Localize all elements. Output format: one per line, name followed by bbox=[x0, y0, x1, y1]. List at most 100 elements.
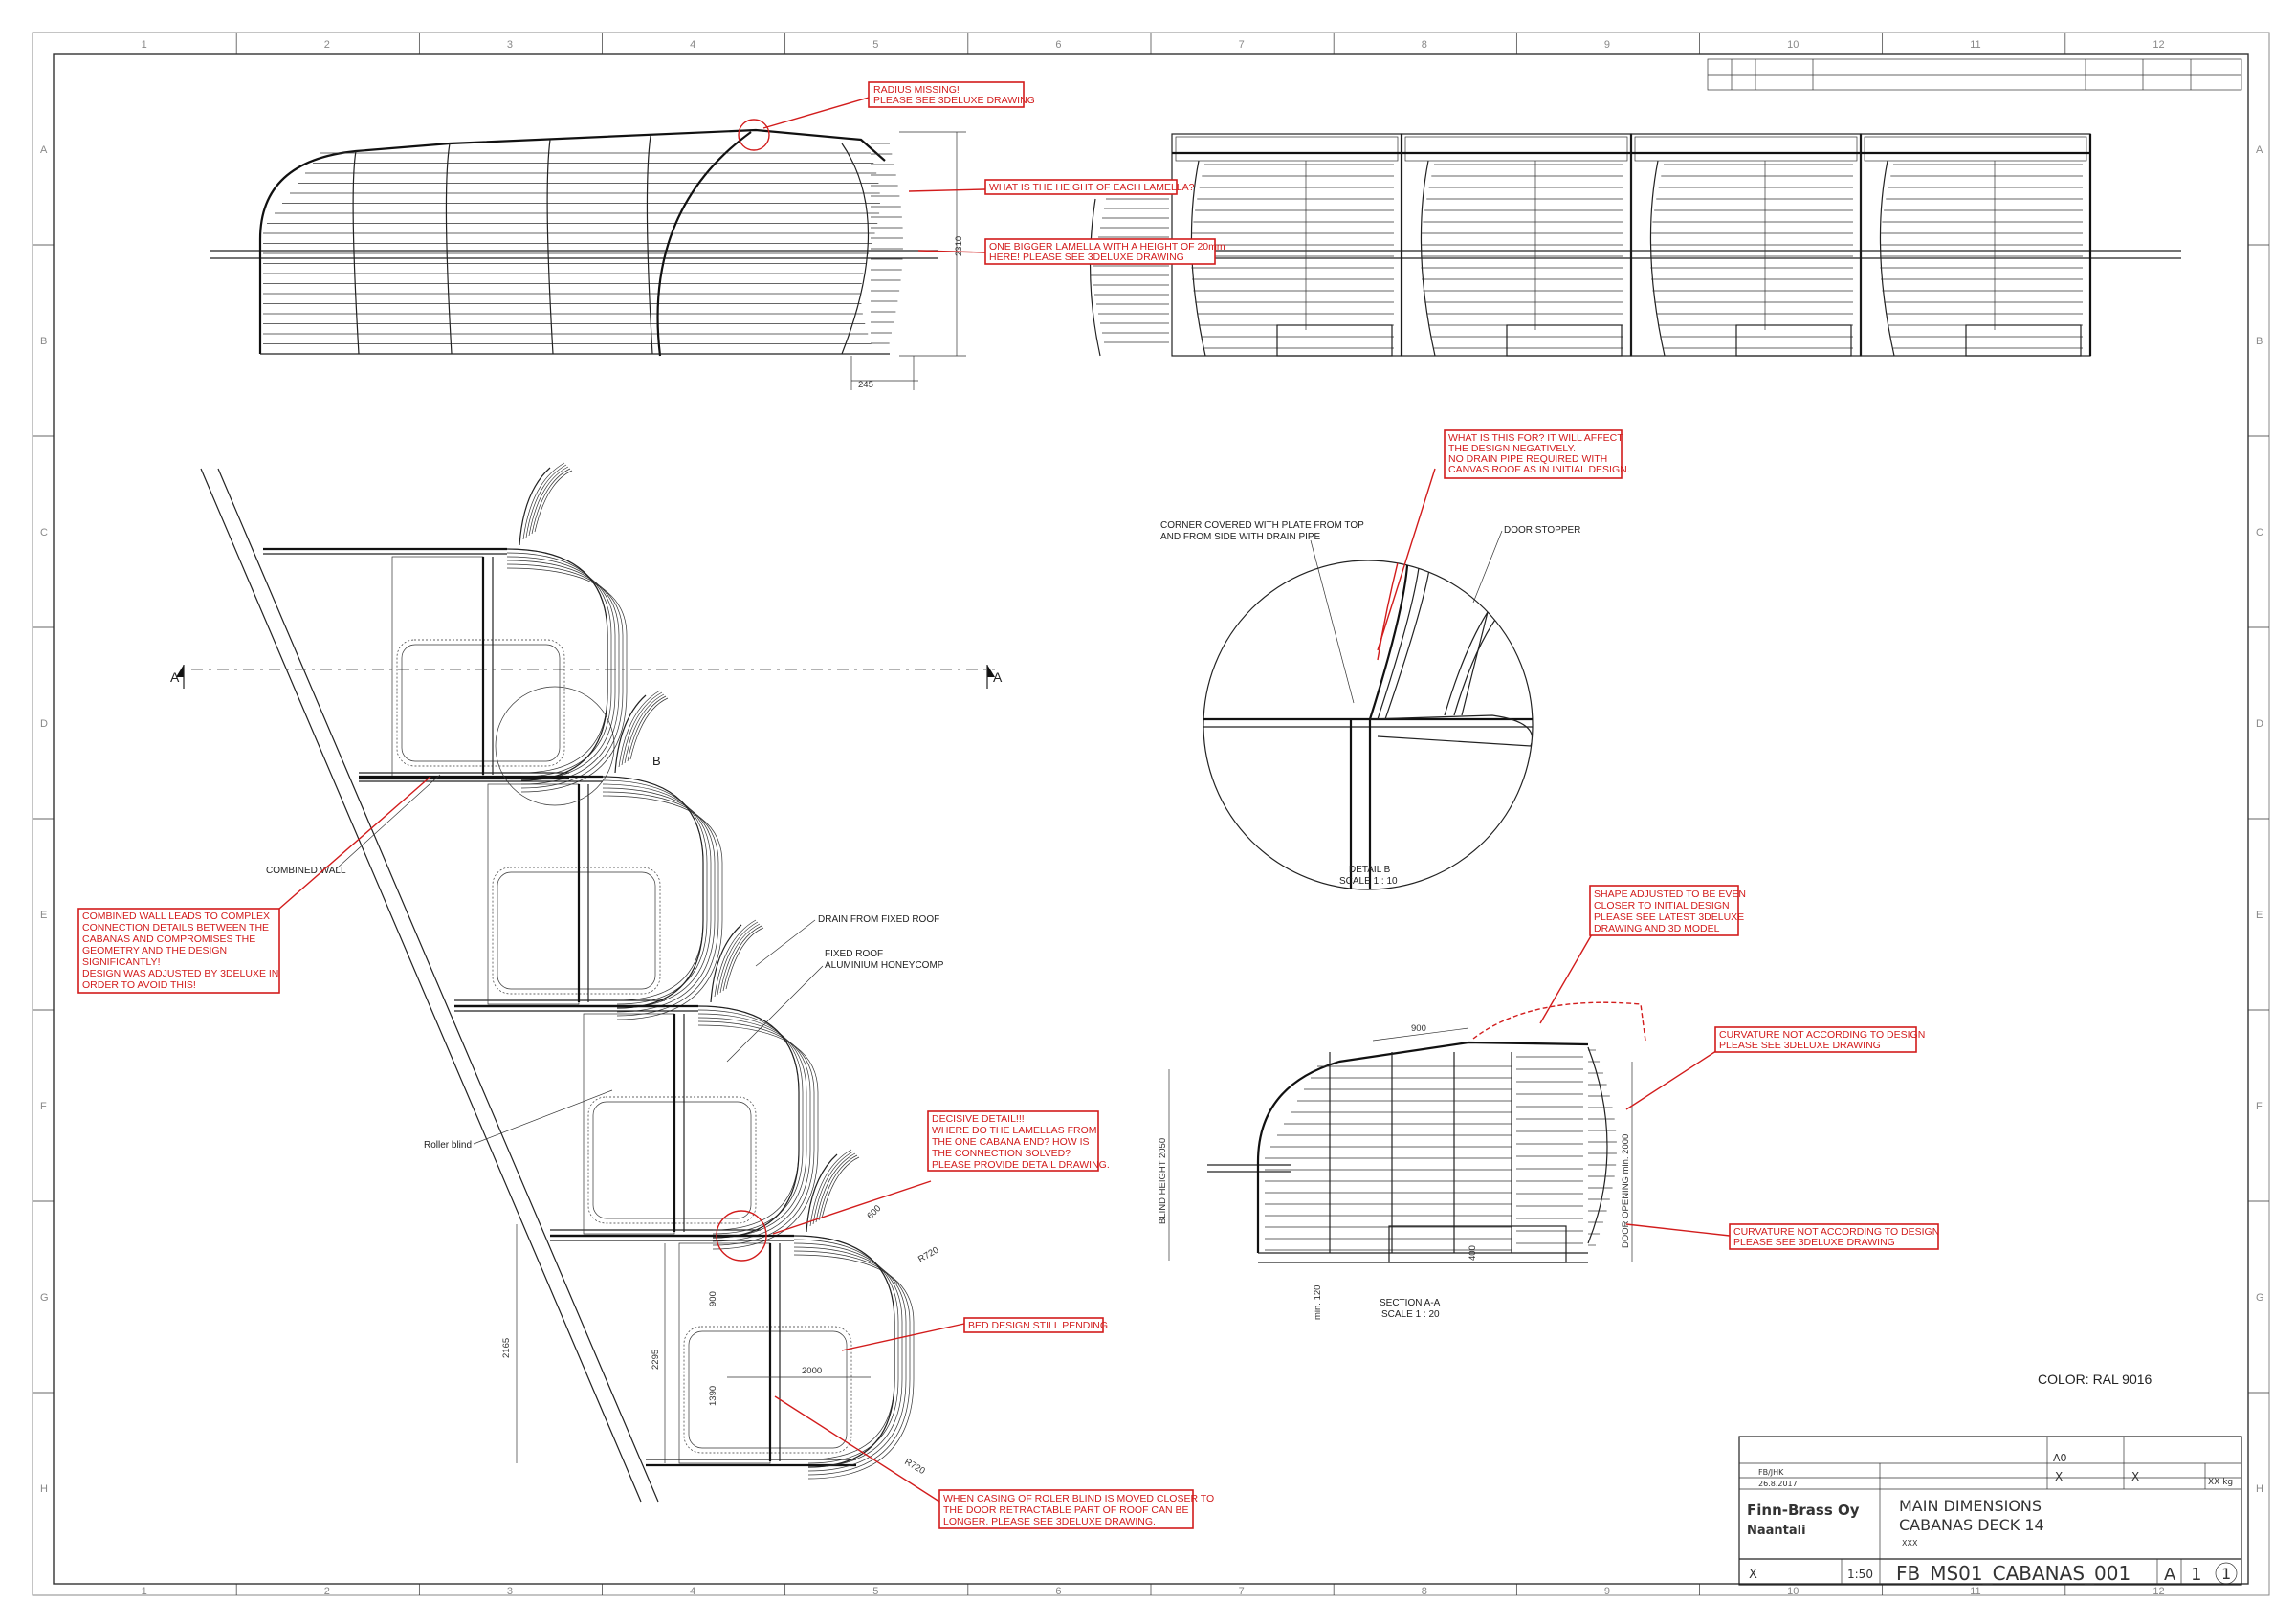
grid-row-label-left: A bbox=[40, 144, 48, 156]
grid-col-label-top: 8 bbox=[1422, 39, 1427, 51]
detail-b-view: CORNER COVERED WITH PLATE FROM TOP AND F… bbox=[1160, 520, 1580, 890]
svg-text:GEOMETRY AND THE DESIGN: GEOMETRY AND THE DESIGN bbox=[82, 945, 227, 956]
grid-row-label-right: G bbox=[2256, 1292, 2264, 1304]
svg-text:SHAPE ADJUSTED TO BE EVEN: SHAPE ADJUSTED TO BE EVEN bbox=[1594, 889, 1746, 900]
svg-text:NO DRAIN PIPE REQUIRED WITH: NO DRAIN PIPE REQUIRED WITH bbox=[1448, 453, 1607, 465]
grid-col-label-top: 10 bbox=[1787, 39, 1799, 51]
dim-1390: 1390 bbox=[708, 1386, 718, 1406]
svg-text:BED DESIGN STILL PENDING: BED DESIGN STILL PENDING bbox=[968, 1320, 1108, 1331]
front-cabana-module bbox=[1860, 133, 2092, 357]
tb-title-1: MAIN DIMENSIONS bbox=[1899, 1497, 2042, 1515]
svg-text:THE DOOR RETRACTABLE PART OF R: THE DOOR RETRACTABLE PART OF ROOF CAN BE bbox=[943, 1504, 1189, 1516]
grid-row-label-right: D bbox=[2256, 718, 2263, 730]
svg-text:DRAWING AND 3D MODEL: DRAWING AND 3D MODEL bbox=[1594, 923, 1720, 934]
grid-col-label-bottom: 1 bbox=[142, 1586, 147, 1597]
dim-2165: 2165 bbox=[501, 1338, 512, 1358]
label-fixed-roof-2: ALUMINIUM HONEYCOMP bbox=[825, 960, 944, 971]
svg-text:WHAT IS THIS FOR? IT WILL AFFE: WHAT IS THIS FOR? IT WILL AFFECT bbox=[1448, 432, 1623, 444]
note-shape-adjusted: SHAPE ADJUSTED TO BE EVEN CLOSER TO INIT… bbox=[1589, 885, 1746, 936]
svg-text:PLEASE SEE LATEST 3DELUXE: PLEASE SEE LATEST 3DELUXE bbox=[1594, 911, 1744, 923]
grid-col-label-bottom: 9 bbox=[1604, 1586, 1610, 1597]
plan-cabana bbox=[550, 1149, 915, 1480]
svg-text:PLEASE SEE 3DELUXE DRAWING: PLEASE SEE 3DELUXE DRAWING bbox=[1719, 1040, 1881, 1051]
plan-cabana bbox=[359, 690, 723, 1020]
dim-section-900: 900 bbox=[1411, 1023, 1426, 1034]
svg-text:CANVAS ROOF AS IN INITIAL DESI: CANVAS ROOF AS IN INITIAL DESIGN. bbox=[1448, 464, 1630, 475]
label-section-aa: SECTION A-A bbox=[1380, 1298, 1441, 1308]
grid-col-label-top: 4 bbox=[690, 39, 695, 51]
tb-title-2: CABANAS DECK 14 bbox=[1899, 1516, 2044, 1534]
tb-date: 26.8.2017 bbox=[1758, 1480, 1798, 1488]
grid-col-label-top: 12 bbox=[2152, 39, 2164, 51]
dim-min-120: min. 120 bbox=[1313, 1285, 1323, 1320]
note-roller-blind: WHEN CASING OF ROLER BLIND IS MOVED CLOS… bbox=[938, 1489, 1214, 1529]
svg-text:CABANAS AND COMPROMISES THE: CABANAS AND COMPROMISES THE bbox=[82, 933, 255, 945]
front-cabana-module bbox=[1630, 133, 1863, 357]
dim-600: 600 bbox=[865, 1203, 883, 1221]
note-combined-wall: COMBINED WALL LEADS TO COMPLEX CONNECTIO… bbox=[77, 908, 280, 994]
svg-text:CONNECTION DETAILS BETWEEN THE: CONNECTION DETAILS BETWEEN THE bbox=[82, 922, 269, 933]
label-door-stopper: DOOR STOPPER bbox=[1504, 525, 1580, 536]
grid-col-label-bottom: 5 bbox=[872, 1586, 878, 1597]
note-curvature-2: CURVATURE NOT ACCORDING TO DESIGN PLEASE… bbox=[1729, 1223, 1939, 1250]
tb-sheet-total: 1 bbox=[2221, 1565, 2231, 1583]
svg-text:WHEN CASING OF ROLER BLIND IS: WHEN CASING OF ROLER BLIND IS MOVED CLOS… bbox=[943, 1493, 1214, 1504]
grid-col-label-top: 1 bbox=[142, 39, 147, 51]
svg-text:ONE BIGGER LAMELLA WITH A HEIG: ONE BIGGER LAMELLA WITH A HEIGHT OF 20mm bbox=[989, 241, 1225, 252]
dim-900: 900 bbox=[708, 1291, 718, 1306]
tb-company: Finn-Brass Oy bbox=[1747, 1502, 1860, 1519]
plan-cabana bbox=[263, 462, 628, 793]
tb-drawing-no: FB_MS01_CABANAS_001 bbox=[1896, 1562, 2130, 1585]
dim-r720-b: R720 bbox=[903, 1457, 927, 1477]
svg-text:CURVATURE NOT ACCORDING TO DE: CURVATURE NOT ACCORDING TO DESIGN bbox=[1733, 1226, 1939, 1238]
detail-b-marker: B bbox=[652, 754, 661, 768]
grid-col-label-top: 3 bbox=[507, 39, 513, 51]
decisive-detail-circle bbox=[716, 1210, 767, 1262]
dim-400: 400 bbox=[1468, 1245, 1478, 1261]
dim-r720-a: R720 bbox=[916, 1245, 940, 1265]
tb-size: A0 bbox=[2053, 1452, 2067, 1464]
svg-text:RADIUS MISSING!: RADIUS MISSING! bbox=[873, 84, 960, 96]
section-marker-a-right: A bbox=[993, 669, 1003, 685]
plan-view: A A B COMBINED WALL DRAIN FROM FIXED ROO… bbox=[170, 462, 1003, 1503]
grid-row-label-left: D bbox=[40, 718, 48, 730]
front-elevation-view bbox=[1081, 133, 2181, 357]
note-what-for: WHAT IS THIS FOR? IT WILL AFFECT THE DES… bbox=[1444, 429, 1630, 479]
grid-col-label-bottom: 4 bbox=[690, 1586, 695, 1597]
grid-col-label-bottom: 8 bbox=[1422, 1586, 1427, 1597]
red-leaders bbox=[278, 97, 1597, 1503]
svg-text:COMBINED WALL LEADS TO COMPLE: COMBINED WALL LEADS TO COMPLEX bbox=[82, 911, 270, 922]
grid-col-label-top: 5 bbox=[872, 39, 878, 51]
revision-table bbox=[1707, 58, 2242, 91]
grid-col-label-top: 7 bbox=[1239, 39, 1245, 51]
svg-text:CLOSER TO INITIAL DESIGN: CLOSER TO INITIAL DESIGN bbox=[1594, 900, 1730, 911]
svg-text:HERE! PLEASE SEE 3DELUXE DRAWI: HERE! PLEASE SEE 3DELUXE DRAWING bbox=[989, 252, 1184, 263]
title-block: FB/JHK 26.8.2017 A0 X X XX kg Finn-Brass… bbox=[1738, 1436, 2242, 1586]
grid-col-label-top: 11 bbox=[1970, 39, 1980, 51]
tb-x2: X bbox=[2131, 1470, 2139, 1483]
grid-col-label-bottom: 12 bbox=[2152, 1586, 2164, 1597]
side-elevation-view: 2310 245 bbox=[210, 119, 966, 390]
grid-row-label-right: A bbox=[2256, 144, 2263, 156]
svg-text:LONGER. PLEASE SEE 3DELUXE DRA: LONGER. PLEASE SEE 3DELUXE DRAWING. bbox=[943, 1516, 1156, 1527]
grid-row-label-left: F bbox=[40, 1101, 47, 1112]
grid-row-label-right: B bbox=[2256, 336, 2263, 347]
svg-text:DECISIVE DETAIL!!!: DECISIVE DETAIL!!! bbox=[932, 1113, 1025, 1125]
section-marker-a-left: A bbox=[170, 669, 180, 685]
label-corner-covered-2: AND FROM SIDE WITH DRAIN PIPE bbox=[1160, 532, 1321, 542]
grid-row-label-left: C bbox=[40, 527, 48, 538]
svg-text:DESIGN WAS ADJUSTED BY 3DELUXE: DESIGN WAS ADJUSTED BY 3DELUXE IN bbox=[82, 968, 278, 979]
grid-row-label-left: H bbox=[40, 1483, 48, 1495]
note-decisive: DECISIVE DETAIL!!! WHERE DO THE LAMELLAS… bbox=[927, 1110, 1110, 1172]
tb-x3: X bbox=[1749, 1568, 1757, 1582]
dim-2000: 2000 bbox=[802, 1366, 822, 1376]
plan-cabana bbox=[454, 919, 819, 1250]
svg-text:WHERE DO THE LAMELLAS FROM: WHERE DO THE LAMELLAS FROM bbox=[932, 1125, 1097, 1136]
label-fixed-roof-1: FIXED ROOF bbox=[825, 949, 883, 959]
grid-col-label-top: 2 bbox=[324, 39, 330, 51]
tb-rev: A bbox=[2164, 1565, 2176, 1585]
grid-col-label-top: 9 bbox=[1604, 39, 1610, 51]
tb-scale: 1:50 bbox=[1847, 1568, 1873, 1581]
